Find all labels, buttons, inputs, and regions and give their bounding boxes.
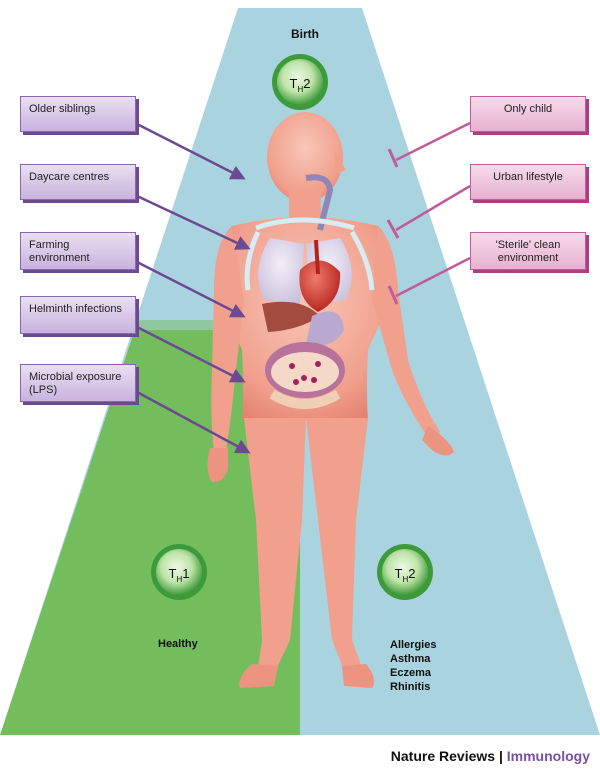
disease-eczema: Eczema	[390, 667, 431, 679]
svg-text:TH2: TH2	[290, 76, 311, 94]
factor-farming-environment: Farming environment	[29, 239, 90, 264]
th2-bottom-num: 2	[408, 566, 415, 581]
inhibitor-only-child	[387, 121, 471, 168]
factor-older-siblings: Older siblings	[29, 103, 96, 115]
factor-box-only-child: Only child	[470, 96, 586, 132]
disease-allergies: Allergies	[390, 639, 437, 651]
arrow-helminth-infections	[136, 325, 246, 383]
factor-box-farming-environment: Farming environment	[20, 232, 136, 270]
svg-text:TH1: TH1	[169, 566, 190, 584]
arrow-older-siblings	[136, 122, 246, 180]
factor-box-helminth-infections: Helminth infections	[20, 296, 136, 334]
disease-list: Allergies Asthma Eczema Rhinitis	[390, 638, 436, 694]
healthy-label: Healthy	[158, 638, 198, 650]
svg-text:TH2: TH2	[395, 566, 416, 584]
journal-credit: Nature Reviews | Immunology	[391, 748, 590, 764]
arrow-daycare-centres	[136, 194, 251, 250]
factor-helminth-infections: Helminth infections	[29, 303, 122, 315]
th2-bottom-main: T	[395, 566, 403, 581]
th1-num: 1	[182, 566, 189, 581]
factor-sterile-environment: 'Sterile' clean environment	[495, 239, 561, 264]
th2-top-main: T	[290, 76, 298, 91]
birth-label: Birth	[291, 27, 319, 41]
factor-only-child: Only child	[503, 103, 553, 115]
th1-main: T	[169, 566, 177, 581]
inhibitor-urban-lifestyle	[386, 184, 471, 239]
factor-box-older-siblings: Older siblings	[20, 96, 136, 132]
disease-rhinitis: Rhinitis	[390, 681, 431, 693]
factor-box-urban-lifestyle: Urban lifestyle	[470, 164, 586, 200]
factor-urban-lifestyle: Urban lifestyle	[493, 171, 563, 183]
publisher-name: Nature Reviews	[390, 748, 496, 764]
arrow-microbial-exposure	[136, 390, 251, 454]
th2-marker-bottom-right: TH2	[377, 544, 433, 600]
arrow-farming-environment	[136, 260, 246, 318]
disease-asthma: Asthma	[390, 653, 431, 665]
factor-microbial-exposure: Microbial exposure (LPS)	[29, 371, 122, 396]
th2-top-num: 2	[303, 76, 310, 91]
th1-marker-bottom-left: TH1	[151, 544, 207, 600]
th2-bottom-sub: H	[402, 575, 408, 584]
factor-daycare-centres: Daycare centres	[29, 171, 110, 183]
factor-box-sterile-environment: 'Sterile' clean environment	[470, 232, 586, 270]
inhibitor-sterile-environment	[387, 256, 471, 305]
th2-marker-top: TH2	[272, 54, 328, 110]
factor-box-daycare-centres: Daycare centres	[20, 164, 136, 200]
th2-top-sub: H	[297, 85, 303, 94]
credit-separator: |	[498, 748, 503, 764]
factor-box-microbial-exposure: Microbial exposure (LPS)	[20, 364, 136, 402]
human-body	[207, 112, 454, 688]
th1-sub: H	[176, 575, 182, 584]
journal-name: Immunology	[506, 748, 590, 764]
